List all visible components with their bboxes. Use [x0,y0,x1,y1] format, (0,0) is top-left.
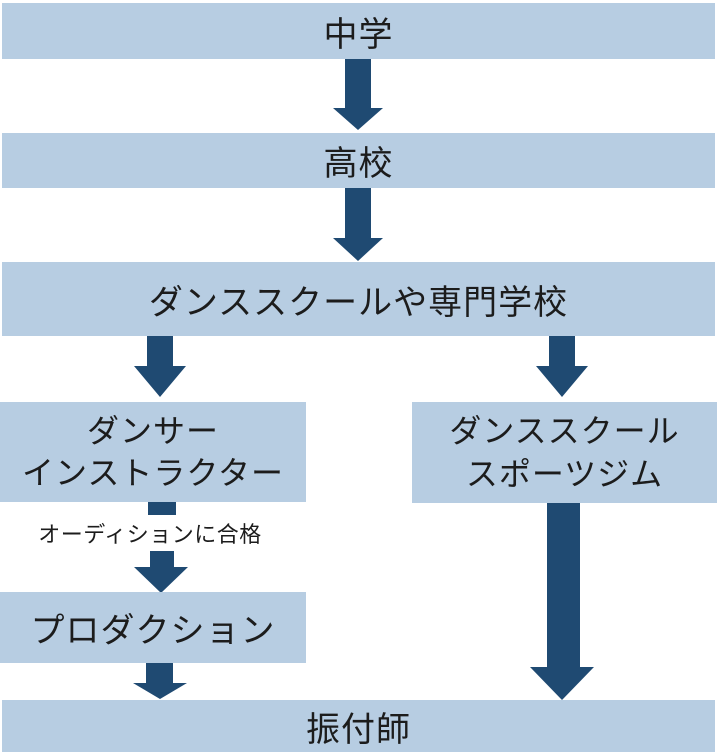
down-arrow-gym-to-choreographer [547,503,580,667]
node-dancer-instructor: ダンサー インストラクター [0,402,306,502]
down-arrow-to-dancer-head [134,366,186,397]
down-arrow-production-to-choreographer [146,663,173,683]
down-arrow-gym-to-choreographer-head [530,667,594,700]
node-choreographer-label: 振付師 [306,710,411,749]
down-arrow-middle-to-high [345,59,371,108]
connector-dancer-to-audition [148,502,176,515]
node-choreographer: 振付師 [2,700,715,752]
node-dance-school-vocational-label: ダンススクールや専門学校 [148,283,569,322]
down-arrow-audition-to-production-head [134,567,188,593]
down-arrow-production-to-choreographer-head [133,683,187,699]
node-dance-school-gym: ダンススクール スポーツジム [412,402,717,503]
node-production: プロダクション [0,592,306,663]
audition-pass-caption: オーディションに合格 [38,522,262,547]
node-dance-school-vocational: ダンススクールや専門学校 [2,262,715,336]
down-arrow-high-to-danceschool-head [333,238,383,261]
down-arrow-audition-to-production [150,551,174,567]
node-middle-school: 中学 [2,3,715,59]
node-high-school-label: 高校 [323,145,394,183]
node-instructor-label: インストラクター [21,455,285,491]
node-high-school: 高校 [2,133,715,188]
down-arrow-middle-to-high-head [333,108,383,130]
down-arrow-to-gym-head [536,366,588,397]
node-dance-school-label: ダンススクール [449,413,680,450]
node-dancer-label: ダンサー [86,412,219,449]
node-production-label: プロダクション [30,612,276,650]
node-sports-gym-label: スポーツジム [465,455,664,492]
down-arrow-high-to-danceschool [345,188,371,238]
node-middle-school-label: 中学 [323,15,394,54]
down-arrow-to-dancer [147,336,173,366]
down-arrow-to-gym [549,336,575,366]
